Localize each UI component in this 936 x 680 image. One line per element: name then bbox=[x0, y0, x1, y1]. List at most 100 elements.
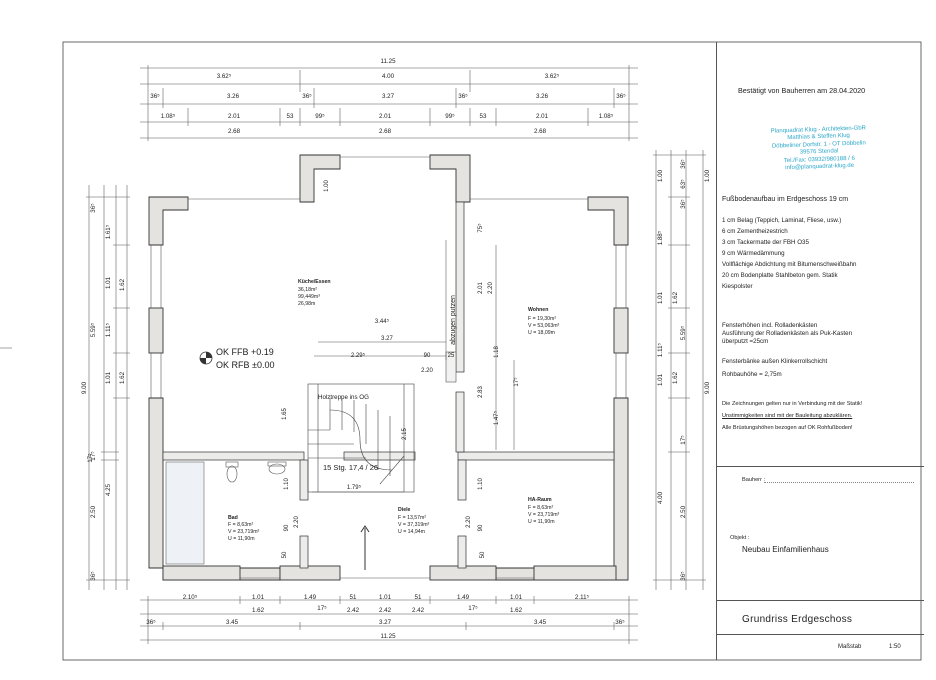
sheet-frame bbox=[62, 41, 922, 661]
svg-text:V = 53,063m³: V = 53,063m³ bbox=[528, 323, 560, 329]
svg-text:F = 19,30m²: F = 19,30m² bbox=[528, 316, 556, 322]
svg-text:2.10⁵: 2.10⁵ bbox=[183, 594, 198, 601]
svg-text:1.01: 1.01 bbox=[510, 594, 523, 601]
window-notes: Fensterhöhen incl. Rolladenkästen Ausfüh… bbox=[722, 322, 853, 345]
svg-text:1.62: 1.62 bbox=[672, 371, 679, 384]
svg-text:36⁵: 36⁵ bbox=[680, 159, 687, 169]
client-line bbox=[764, 482, 914, 483]
svg-text:63⁵: 63⁵ bbox=[680, 179, 687, 189]
svg-text:3.45: 3.45 bbox=[534, 619, 547, 626]
svg-text:17⁵: 17⁵ bbox=[90, 451, 97, 461]
svg-text:50: 50 bbox=[480, 551, 486, 558]
svg-text:3.62⁵: 3.62⁵ bbox=[545, 73, 560, 80]
svg-text:1.01: 1.01 bbox=[105, 276, 112, 289]
svg-text:1.00: 1.00 bbox=[657, 169, 664, 182]
svg-text:36⁵: 36⁵ bbox=[680, 571, 687, 581]
object-label: Objekt : bbox=[730, 535, 750, 541]
sill-note: Fensterbänke außen Klinkerrollschicht bbox=[722, 358, 828, 365]
svg-text:2.01: 2.01 bbox=[228, 113, 241, 120]
plan-title: Grundriss Erdgeschoss bbox=[742, 614, 853, 625]
svg-text:1.10: 1.10 bbox=[284, 478, 290, 490]
svg-text:2.50: 2.50 bbox=[680, 505, 687, 518]
floor-build-title: Fußbodenaufbau im Erdgeschoss 19 cm bbox=[722, 196, 849, 203]
svg-text:9.00: 9.00 bbox=[704, 381, 711, 394]
svg-text:36⁵: 36⁵ bbox=[146, 619, 156, 626]
level-ffb: OK FFB +0.19 bbox=[216, 347, 274, 357]
svg-text:1.62: 1.62 bbox=[252, 607, 265, 614]
level-rfb: OK RFB ±0.00 bbox=[216, 360, 274, 370]
svg-text:2.01: 2.01 bbox=[536, 113, 549, 120]
svg-text:36⁵: 36⁵ bbox=[615, 619, 625, 626]
windows bbox=[150, 156, 627, 579]
svg-text:1.88⁵: 1.88⁵ bbox=[657, 230, 664, 245]
svg-text:2.20: 2.20 bbox=[294, 516, 300, 528]
bath-fixtures bbox=[225, 461, 287, 483]
general-notes: Die Zeichnungen gelten nur in Verbindung… bbox=[722, 401, 863, 431]
svg-text:5.59⁵: 5.59⁵ bbox=[680, 325, 687, 340]
svg-text:2.42: 2.42 bbox=[347, 607, 360, 614]
dim-top-overall: 11.25 bbox=[380, 58, 396, 65]
svg-text:4.00: 4.00 bbox=[382, 73, 395, 80]
bathtub bbox=[165, 461, 205, 565]
svg-text:2.01: 2.01 bbox=[379, 113, 392, 120]
client-label: Bauherr : bbox=[742, 477, 766, 483]
svg-text:9.00: 9.00 bbox=[81, 381, 88, 394]
hall-name: Diele bbox=[398, 507, 411, 513]
chimney-label: abzugen putzen bbox=[450, 295, 457, 345]
svg-text:36⁵: 36⁵ bbox=[680, 199, 687, 209]
svg-text:2.42: 2.42 bbox=[412, 607, 425, 614]
level-marker bbox=[199, 351, 213, 365]
right-dimensions: 1.00 36⁵ 63⁵ 1.00 36⁵ 1.88⁵ 1.01 1.11⁵ 1… bbox=[657, 159, 711, 581]
svg-text:1.47⁵: 1.47⁵ bbox=[493, 410, 500, 425]
chimney bbox=[445, 351, 457, 383]
svg-text:17⁵: 17⁵ bbox=[513, 377, 520, 387]
svg-text:1.10: 1.10 bbox=[478, 478, 484, 490]
svg-text:U = 14,94m: U = 14,94m bbox=[398, 529, 425, 535]
svg-text:1.01: 1.01 bbox=[105, 371, 112, 384]
svg-text:1.62: 1.62 bbox=[510, 607, 523, 614]
svg-text:2.68: 2.68 bbox=[379, 128, 392, 135]
bath-name: Bad bbox=[228, 515, 238, 521]
svg-text:75⁵: 75⁵ bbox=[477, 223, 484, 233]
entrance-arrow bbox=[360, 525, 370, 570]
left-dimensions: 9.00 36⁵ 5.59⁵ 17⁵ 2.50 36⁵ 1.61⁵ 1.01 1… bbox=[81, 203, 126, 581]
svg-text:25: 25 bbox=[448, 353, 455, 359]
steps-label: 15 Stg. 17,4 / 26 bbox=[323, 463, 378, 472]
svg-text:1.00: 1.00 bbox=[324, 180, 330, 192]
scale-value: 1:50 bbox=[889, 644, 901, 650]
svg-text:50: 50 bbox=[282, 551, 288, 558]
shell-height: Rohbauhöhe = 2,75m bbox=[722, 371, 782, 378]
svg-text:36⁵: 36⁵ bbox=[90, 571, 97, 581]
svg-text:99⁵: 99⁵ bbox=[315, 113, 325, 120]
svg-text:2.68: 2.68 bbox=[228, 128, 241, 135]
svg-text:1.62: 1.62 bbox=[119, 371, 126, 384]
stairs-label: Holztreppe ins OG bbox=[318, 394, 369, 401]
svg-text:3.62⁵: 3.62⁵ bbox=[217, 73, 232, 80]
svg-text:3.27: 3.27 bbox=[382, 93, 395, 100]
svg-text:2.15: 2.15 bbox=[402, 428, 408, 440]
living-name: Wohnen bbox=[528, 307, 548, 313]
kitchen-name: Küche/Essen bbox=[298, 279, 331, 285]
svg-text:1.65: 1.65 bbox=[282, 408, 288, 420]
svg-text:3.27: 3.27 bbox=[379, 619, 392, 626]
architect-stamp: Planquadrat Klug - Architekten-GbR Matth… bbox=[770, 125, 867, 172]
svg-text:3.44⁵: 3.44⁵ bbox=[375, 318, 390, 325]
dim-bottom-overall: 11.25 bbox=[380, 633, 396, 640]
scale-divider bbox=[716, 634, 924, 635]
svg-text:2.83: 2.83 bbox=[478, 386, 484, 398]
svg-text:1.49: 1.49 bbox=[304, 594, 317, 601]
object-name: Neubau Einfamilienhaus bbox=[742, 545, 829, 554]
svg-text:1.18: 1.18 bbox=[494, 346, 500, 358]
top-dimensions: 11.25 3.62⁵ 4.00 3.62⁵ 36⁵ 3.26 36⁵ 3.27… bbox=[150, 58, 626, 135]
svg-text:3.26: 3.26 bbox=[227, 93, 240, 100]
svg-text:1.01: 1.01 bbox=[657, 373, 664, 386]
svg-text:1.62: 1.62 bbox=[672, 291, 679, 304]
svg-text:3.27: 3.27 bbox=[381, 336, 393, 342]
dimension-lines bbox=[88, 67, 704, 641]
svg-text:36,18m²: 36,18m² bbox=[298, 287, 317, 293]
svg-text:V = 23,719m³: V = 23,719m³ bbox=[528, 512, 560, 518]
svg-text:99⁵: 99⁵ bbox=[445, 113, 455, 120]
scale-label: Maßstab bbox=[838, 644, 862, 650]
plan-labels: OK FFB +0.19 OK RFB ±0.00 Holztreppe ins… bbox=[216, 295, 457, 472]
